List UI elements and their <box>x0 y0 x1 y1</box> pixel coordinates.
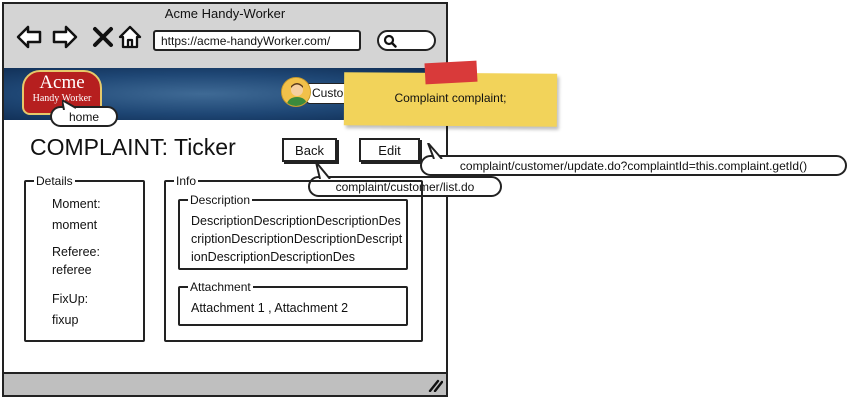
sticky-tape <box>424 60 478 85</box>
search-icon <box>383 34 397 48</box>
info-legend: Info <box>176 174 197 188</box>
window-title: Acme Handy-Worker <box>164 6 286 21</box>
fixup-value: fixup <box>52 313 79 327</box>
referee-value: referee <box>52 263 92 277</box>
status-bar <box>4 372 446 395</box>
edit-link-balloon: complaint/customer/update.do?complaintId… <box>420 155 847 176</box>
search-field[interactable] <box>377 30 436 51</box>
home-link-balloon[interactable]: home <box>50 106 118 127</box>
edit-button[interactable]: Edit <box>359 138 420 162</box>
moment-label: Moment: <box>52 197 101 211</box>
attachment-links[interactable]: Attachment 1 , Attachment 2 <box>191 301 349 315</box>
back-link-balloon: complaint/customer/list.do <box>308 176 502 197</box>
resize-grip-icon[interactable] <box>427 378 443 392</box>
attachment-legend: Attachment <box>190 280 251 294</box>
back-arrow-icon[interactable] <box>16 24 42 50</box>
details-panel: Details <box>24 174 145 342</box>
logo-subtitle: Handy Worker <box>32 93 92 104</box>
info-panel: Info <box>164 174 423 342</box>
fixup-label: FixUp: <box>52 292 89 306</box>
description-panel: Description <box>178 193 408 270</box>
home-icon[interactable] <box>117 24 143 50</box>
referee-label: Referee: <box>52 245 100 259</box>
sticky-note-text: Complaint complaint; <box>394 91 507 105</box>
forward-arrow-icon[interactable] <box>52 24 78 50</box>
url-bar[interactable]: https://acme-handyWorker.com/ <box>153 30 361 51</box>
attachment-panel: Attachment <box>178 280 408 326</box>
avatar <box>281 77 311 107</box>
moment-value: moment <box>52 218 98 232</box>
description-legend: Description <box>190 193 251 207</box>
page-title: COMPLAINT: Ticker <box>30 134 236 160</box>
close-icon[interactable] <box>90 24 116 50</box>
logo-title: Acme <box>39 72 85 93</box>
description-text: DescriptionDescriptionDescriptionDescrip… <box>191 214 403 264</box>
back-button[interactable]: Back <box>282 138 337 162</box>
details-legend: Details <box>36 174 73 188</box>
home-balloon-pointer <box>62 100 77 110</box>
edit-balloon-pointer <box>427 143 443 159</box>
